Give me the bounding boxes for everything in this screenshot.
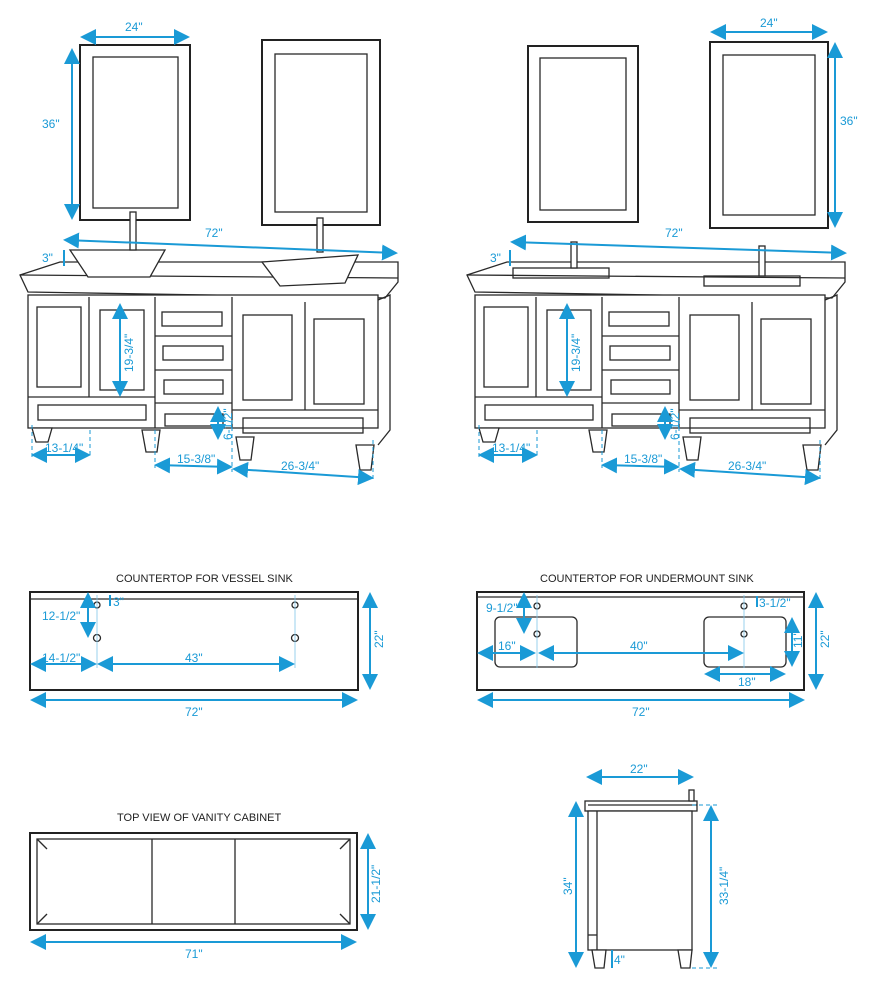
faucet (129, 211, 137, 251)
leg-height-label: 4" (614, 953, 625, 967)
undermount-countertop-title: COUNTERTOP FOR UNDERMOUNT SINK (540, 573, 754, 585)
backsplash-label: 3" (490, 251, 501, 265)
right-width-label: 26-3/4" (281, 459, 319, 473)
middle-width-label: 15-3/8" (177, 452, 215, 466)
undermount-sink (512, 267, 610, 279)
depth-label: 22" (818, 630, 832, 648)
total-width-label: 72" (205, 226, 223, 240)
cabinet-height-label: 33-1/4" (717, 867, 731, 905)
mirror-width-label: 24" (760, 16, 778, 30)
total-width-label: 72" (665, 226, 683, 240)
mirror-left (527, 45, 639, 223)
door-height-label: 19-3/4" (122, 334, 136, 372)
sink-width-label: 18" (738, 675, 756, 689)
vessel-sink (260, 254, 360, 287)
mirror-width-label: 24" (125, 20, 143, 34)
hole-depth-label: 12-1/2" (42, 609, 80, 623)
width-label: 72" (632, 705, 650, 719)
left-offset-label: 16" (498, 639, 516, 653)
faucet (316, 217, 324, 253)
undermount-countertop-plan: COUNTERTOP FOR UNDERMOUNT SINK 9-1/2" 3-… (476, 573, 832, 719)
depth-label: 22" (630, 762, 648, 776)
top-view-cabinet: TOP VIEW OF VANITY CABINET 21-1/2" 71" (29, 812, 383, 961)
width-label: 71" (185, 947, 203, 961)
top-view-title: TOP VIEW OF VANITY CABINET (117, 812, 281, 824)
vessel-countertop-plan: COUNTERTOP FOR VESSEL SINK 12-1/2" 3" 14… (29, 573, 386, 719)
left-width-label: 13-1/4" (492, 441, 530, 455)
vessel-front-view: 24" 36" 72" 3" 19-3/4" 6-1/2" 13-1/4" 15… (19, 20, 399, 482)
mirror-height-label: 36" (840, 114, 858, 128)
mirror-right (709, 41, 829, 229)
total-height-label: 34" (561, 877, 575, 895)
backsplash-label: 3" (113, 595, 124, 609)
mirror-left (79, 44, 191, 221)
depth-label: 22" (372, 630, 386, 648)
undermount-front-view: 24" 36" 72" 3" 19-3/4" 6-1/2" 13-1/4" 15… (466, 16, 858, 482)
backsplash-label: 3-1/2" (759, 596, 791, 610)
sink-depth-label: 11" (791, 631, 805, 648)
faucet (570, 241, 578, 269)
middle-width-label: 15-3/8" (624, 452, 662, 466)
left-width-label: 13-1/4" (45, 441, 83, 455)
hole-depth-label: 9-1/2" (486, 601, 518, 615)
left-offset-label: 14-1/2" (42, 651, 80, 665)
door-height-label: 19-3/4" (569, 334, 583, 372)
mirror-right (261, 39, 381, 226)
hole-spacing-label: 43" (185, 651, 203, 665)
depth-label: 21-1/2" (369, 865, 383, 903)
drawer-height-label: 6-1/2" (668, 408, 682, 440)
right-width-label: 26-3/4" (728, 459, 766, 473)
width-label: 72" (185, 705, 203, 719)
backsplash-label: 3" (42, 251, 53, 265)
sink-spacing-label: 40" (630, 639, 648, 653)
sink-cutout (494, 616, 578, 668)
mirror-height-label: 36" (42, 117, 60, 131)
drawer-height-label: 6-1/2" (221, 408, 235, 440)
side-view: 22" 34" 33-1/4" 4" (561, 762, 731, 969)
vessel-countertop-title: COUNTERTOP FOR VESSEL SINK (116, 573, 294, 585)
undermount-sink (703, 275, 801, 287)
